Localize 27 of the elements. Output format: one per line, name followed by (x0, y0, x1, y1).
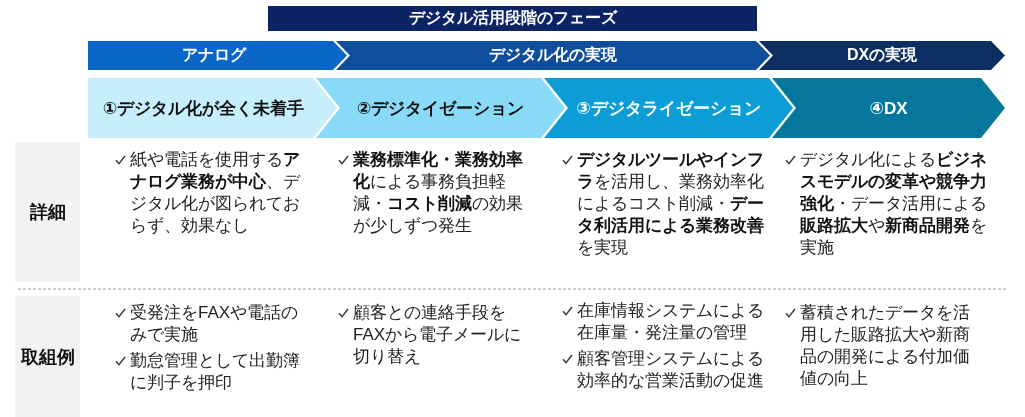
phase-label: ④DX (869, 97, 908, 119)
bullet-text: 在庫情報システムによる在庫量・発注量の管理 (577, 300, 765, 344)
phase-label: ③デジタライゼーション (576, 97, 761, 120)
bullet-text: デジタルツールやインフラを活用し、業務効率化によるコスト削減・データ利活用による業務改善を実現 (577, 149, 765, 259)
stage-band (88, 41, 347, 70)
stage-label: アナログ (181, 45, 246, 65)
phase-band (316, 78, 565, 138)
bullet-text: 勤怠管理として出勤簿に判子を押印 (130, 350, 301, 394)
stage-label: DXの実現 (846, 45, 918, 65)
bullet-text: 業務標準化・業務効率化による事務負担軽減・コスト削減の効果が少しずつ発生 (353, 149, 524, 237)
bullet-text: 顧客との連絡手段をFAXから電子メールに切り替え (353, 302, 523, 368)
title-text: デジタル活用段階のフェーズ (408, 8, 617, 28)
phase-band (88, 78, 337, 138)
row-header-label: 詳細 (29, 201, 66, 224)
bullet-text: 紙や電話を使用するアナログ業務が中心、デジタル化が図られておらず、効果なし (130, 149, 302, 237)
phase-label: ②デジタイゼーション (356, 97, 525, 120)
stage-band (336, 41, 770, 70)
stage-band (759, 41, 1005, 70)
bullet-text: デジタル化によるビジネスモデルの変革や競争力強化・データ活用による販路拡大や新商品開発を実施 (800, 149, 988, 259)
phase-band (544, 78, 793, 138)
phase-label: ①デジタル化が全く未着手 (102, 97, 305, 120)
stage-label: デジタル化の実現 (489, 45, 617, 65)
row-header-label: 取組例 (20, 345, 75, 369)
bullet-text: 顧客管理システムによる効率的な営業活動の促進 (577, 348, 765, 392)
bullet-text: 蓄積されたデータを活用した販路拡大や新商品の開発による付加価値の向上 (800, 302, 971, 390)
phase-band (772, 78, 1005, 138)
bullet-text: 受発注をFAXや電話のみで実施 (130, 302, 300, 346)
